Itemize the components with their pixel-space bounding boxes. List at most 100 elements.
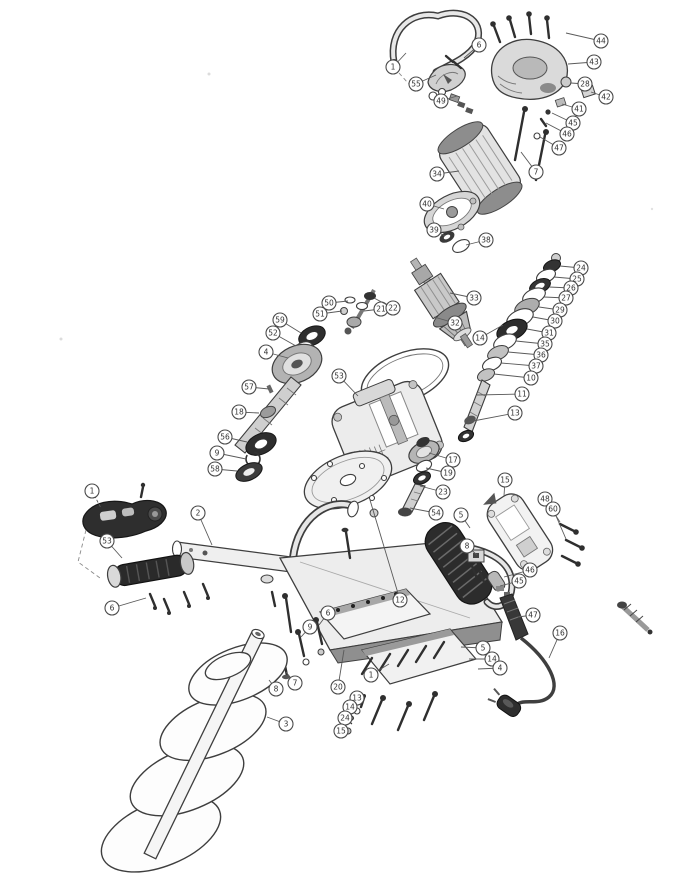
svg-text:23: 23 [438, 488, 448, 497]
callout-ball-bearing: 56 [217, 429, 248, 445]
cord-sleeve [499, 593, 529, 641]
callout-washer: 19 [425, 465, 456, 481]
callout-spring-washer: 24 [337, 710, 353, 726]
svg-text:15: 15 [500, 476, 510, 485]
scan-specks [59, 72, 654, 341]
left-handle-upper [82, 499, 167, 539]
svg-text:40: 40 [422, 200, 432, 209]
trigger-grip [424, 521, 493, 605]
svg-text:57: 57 [244, 383, 254, 392]
callout-capacitor: 46 [503, 562, 538, 578]
svg-text:7: 7 [293, 679, 298, 688]
svg-text:45: 45 [514, 577, 524, 586]
svg-text:14: 14 [487, 655, 497, 664]
left-handles [77, 482, 210, 615]
callout-housing-screw: 60 [545, 501, 567, 540]
callout-spacer-washer: 32 [433, 315, 463, 331]
hex-nut [560, 76, 572, 88]
callout-switch-housing: 15 [497, 472, 513, 497]
callout-flat-washer: 47 [539, 136, 567, 156]
svg-text:25: 25 [572, 275, 582, 284]
svg-text:39: 39 [429, 226, 439, 235]
svg-text:1: 1 [391, 63, 396, 72]
svg-text:6: 6 [477, 41, 482, 50]
svg-text:36: 36 [536, 351, 546, 360]
svg-text:58: 58 [210, 465, 220, 474]
callout-tapping-screw: 6 [463, 37, 487, 59]
drive-pin-shaft [617, 601, 653, 635]
callout-spacer: 10 [493, 370, 539, 386]
svg-text:13: 13 [352, 694, 362, 703]
svg-text:20: 20 [333, 683, 343, 692]
callout-frame-bolt: 9 [300, 619, 318, 638]
callout-gear-shaft: 18 [231, 404, 260, 420]
callout-pressure-plate: 29 [538, 302, 568, 318]
callout-thrust-washer: 52 [265, 325, 297, 347]
svg-text:14: 14 [345, 703, 355, 712]
callout-hex-nut: 28 [570, 76, 593, 92]
svg-text:21: 21 [376, 305, 386, 314]
svg-text:7: 7 [534, 168, 539, 177]
svg-text:22: 22 [388, 304, 398, 313]
pinion-shaft [340, 288, 376, 335]
callout-shaft-end: 13 [467, 405, 523, 423]
callout-gearbox-cover: 12 [369, 499, 408, 608]
svg-text:30: 30 [550, 317, 560, 326]
woodruff-key [266, 384, 274, 394]
svg-text:5: 5 [481, 644, 486, 653]
callout-hex-nut: 15 [333, 723, 349, 739]
svg-text:6: 6 [326, 609, 331, 618]
callout-woodruff-key: 57 [241, 379, 270, 395]
stator [437, 106, 549, 215]
svg-text:8: 8 [465, 542, 470, 551]
svg-text:43: 43 [589, 58, 599, 67]
svg-text:55: 55 [411, 80, 421, 89]
callout-spacer-ring: 14 [472, 324, 504, 346]
callout-friction-disc: 30 [532, 313, 563, 329]
callout-blade-bolt: 5 [460, 640, 491, 656]
svg-text:38: 38 [481, 236, 491, 245]
clutch-stack [457, 253, 562, 443]
svg-text:56: 56 [220, 433, 230, 442]
svg-text:4: 4 [498, 664, 503, 673]
callout-motor-cap: 43 [567, 54, 602, 70]
svg-text:34: 34 [432, 170, 442, 179]
left-handle-grip [106, 551, 195, 588]
svg-text:53: 53 [102, 537, 112, 546]
svg-text:59: 59 [275, 316, 285, 325]
bearing-bracket [423, 190, 481, 253]
svg-text:6: 6 [110, 604, 115, 613]
svg-text:1: 1 [90, 487, 95, 496]
gearbox-cover [303, 450, 393, 510]
callout-reduction-gear: 4 [258, 344, 289, 360]
callout-clutch-shaft: 11 [476, 386, 530, 402]
callout-output-shaft: 54 [409, 505, 444, 521]
callout-handlebar-frame: 2 [190, 505, 213, 546]
callout-wave-washer: 39 [426, 222, 446, 238]
callout-lock-pin: 7 [285, 671, 303, 691]
left-gear-chain [234, 325, 326, 482]
svg-text:5: 5 [459, 511, 464, 520]
motor-cap [490, 11, 572, 100]
svg-text:11: 11 [517, 390, 527, 399]
svg-text:45: 45 [568, 119, 578, 128]
svg-text:18: 18 [234, 408, 244, 417]
svg-text:9: 9 [215, 449, 220, 458]
svg-text:48: 48 [540, 495, 550, 504]
callout-needle-bearing: 23 [419, 484, 451, 500]
svg-text:1: 1 [369, 671, 374, 680]
svg-text:50: 50 [324, 299, 334, 308]
callout-friction-disc: 35 [515, 336, 553, 352]
callout-baffle-plate: 40 [419, 196, 445, 212]
svg-text:4: 4 [264, 348, 269, 357]
callout-circlip: 9 [209, 445, 247, 461]
switch-housing [483, 492, 554, 572]
svg-text:3: 3 [284, 720, 289, 729]
auger [100, 628, 288, 873]
callout-clutch-plate: 36 [507, 347, 549, 363]
svg-text:54: 54 [431, 509, 441, 518]
svg-text:41: 41 [574, 105, 584, 114]
callout-lock-nut: 51 [312, 306, 343, 322]
svg-text:37: 37 [531, 362, 541, 371]
